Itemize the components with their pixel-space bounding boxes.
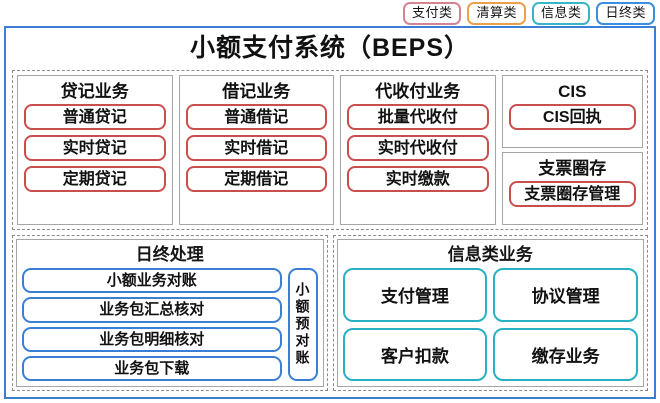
group-collection-payment-business: 代收付业务 批量代收付 实时代收付 实时缴款 <box>340 75 496 225</box>
eod-item-list: 小额业务对账 业务包汇总核对 业务包明细核对 业务包下载 <box>22 268 282 381</box>
chip-item[interactable]: 支票圈存管理 <box>508 181 636 207</box>
group-title: CIS <box>558 82 587 101</box>
chip-item[interactable]: 实时借记 <box>185 135 327 161</box>
panel-body: 小额业务对账 业务包汇总核对 业务包明细核对 业务包下载 小额预对账 <box>22 268 318 381</box>
chip-item[interactable]: 支付管理 <box>342 268 488 322</box>
panel-information-business-inner: 信息类业务 支付管理 协议管理 客户扣款 缴存业务 <box>336 239 644 387</box>
group-title: 贷记业务 <box>60 82 129 101</box>
group-check-deposit: 支票圈存 支票圈存管理 <box>501 152 643 225</box>
group-items: 批量代收付 实时代收付 实时缴款 <box>347 104 489 219</box>
group-items: 普通贷记 实时贷记 定期贷记 <box>24 104 166 219</box>
legend-badge-payment: 支付类 <box>402 2 462 25</box>
business-modules-container: 贷记业务 普通贷记 实时贷记 定期贷记 借记业务 普通借记 实时借记 定期借记 … <box>12 70 648 230</box>
page-title: 小额支付系统（BEPS） <box>189 34 471 62</box>
chip-item[interactable]: 普通贷记 <box>24 104 166 130</box>
chip-item[interactable]: 业务包汇总核对 <box>22 297 282 323</box>
chip-item[interactable]: 协议管理 <box>493 268 638 322</box>
panel-end-of-day-inner: 日终处理 小额业务对账 业务包汇总核对 业务包明细核对 业务包下载 小额预对账 <box>16 239 324 387</box>
group-title: 支票圈存 <box>538 159 607 178</box>
chip-item[interactable]: 实时代收付 <box>347 135 489 161</box>
bottom-row: 日终处理 小额业务对账 业务包汇总核对 业务包明细核对 业务包下载 小额预对账 … <box>12 235 648 391</box>
group-items: CIS回执 <box>508 104 636 142</box>
group-items: 支票圈存管理 <box>508 181 636 219</box>
chip-item[interactable]: 缴存业务 <box>493 327 638 381</box>
legend-badge-clearing: 清算类 <box>467 2 526 25</box>
group-column-cis-check: CIS CIS回执 支票圈存 支票圈存管理 <box>501 75 643 225</box>
chip-pre-reconciliation[interactable]: 小额预对账 <box>287 268 318 381</box>
group-debit-business: 借记业务 普通借记 实时借记 定期借记 <box>178 75 334 225</box>
panel-end-of-day: 日终处理 小额业务对账 业务包汇总核对 业务包明细核对 业务包下载 小额预对账 <box>12 235 328 391</box>
chip-item[interactable]: 客户扣款 <box>342 327 488 381</box>
chip-item[interactable]: 定期借记 <box>185 166 327 192</box>
chip-item[interactable]: 批量代收付 <box>347 104 489 130</box>
group-title: 代收付业务 <box>375 82 461 101</box>
chip-item[interactable]: 业务包明细核对 <box>22 326 282 352</box>
panel-title: 信息类业务 <box>447 245 533 264</box>
group-cis: CIS CIS回执 <box>501 75 643 148</box>
chip-item[interactable]: 实时贷记 <box>24 135 166 161</box>
legend-badge-info: 信息类 <box>531 2 591 25</box>
chip-item[interactable]: CIS回执 <box>508 104 636 130</box>
info-item-grid: 支付管理 协议管理 客户扣款 缴存业务 <box>342 268 638 381</box>
group-items: 普通借记 实时借记 定期借记 <box>185 104 327 219</box>
system-frame: 小额支付系统（BEPS） 贷记业务 普通贷记 实时贷记 定期贷记 借记业务 普通… <box>4 26 656 399</box>
panel-information-business: 信息类业务 支付管理 协议管理 客户扣款 缴存业务 <box>332 235 648 391</box>
chip-item[interactable]: 业务包下载 <box>22 355 282 381</box>
legend-badge-endofday: 日终类 <box>596 2 655 25</box>
chip-item[interactable]: 普通借记 <box>185 104 327 130</box>
panel-title: 日终处理 <box>135 245 204 264</box>
chip-item[interactable]: 实时缴款 <box>347 166 489 192</box>
group-title: 借记业务 <box>222 82 291 101</box>
chip-item[interactable]: 小额业务对账 <box>22 268 282 294</box>
group-credit-business: 贷记业务 普通贷记 实时贷记 定期贷记 <box>17 75 173 225</box>
chip-item[interactable]: 定期贷记 <box>24 166 166 192</box>
legend: 支付类 清算类 信息类 日终类 <box>402 2 655 25</box>
